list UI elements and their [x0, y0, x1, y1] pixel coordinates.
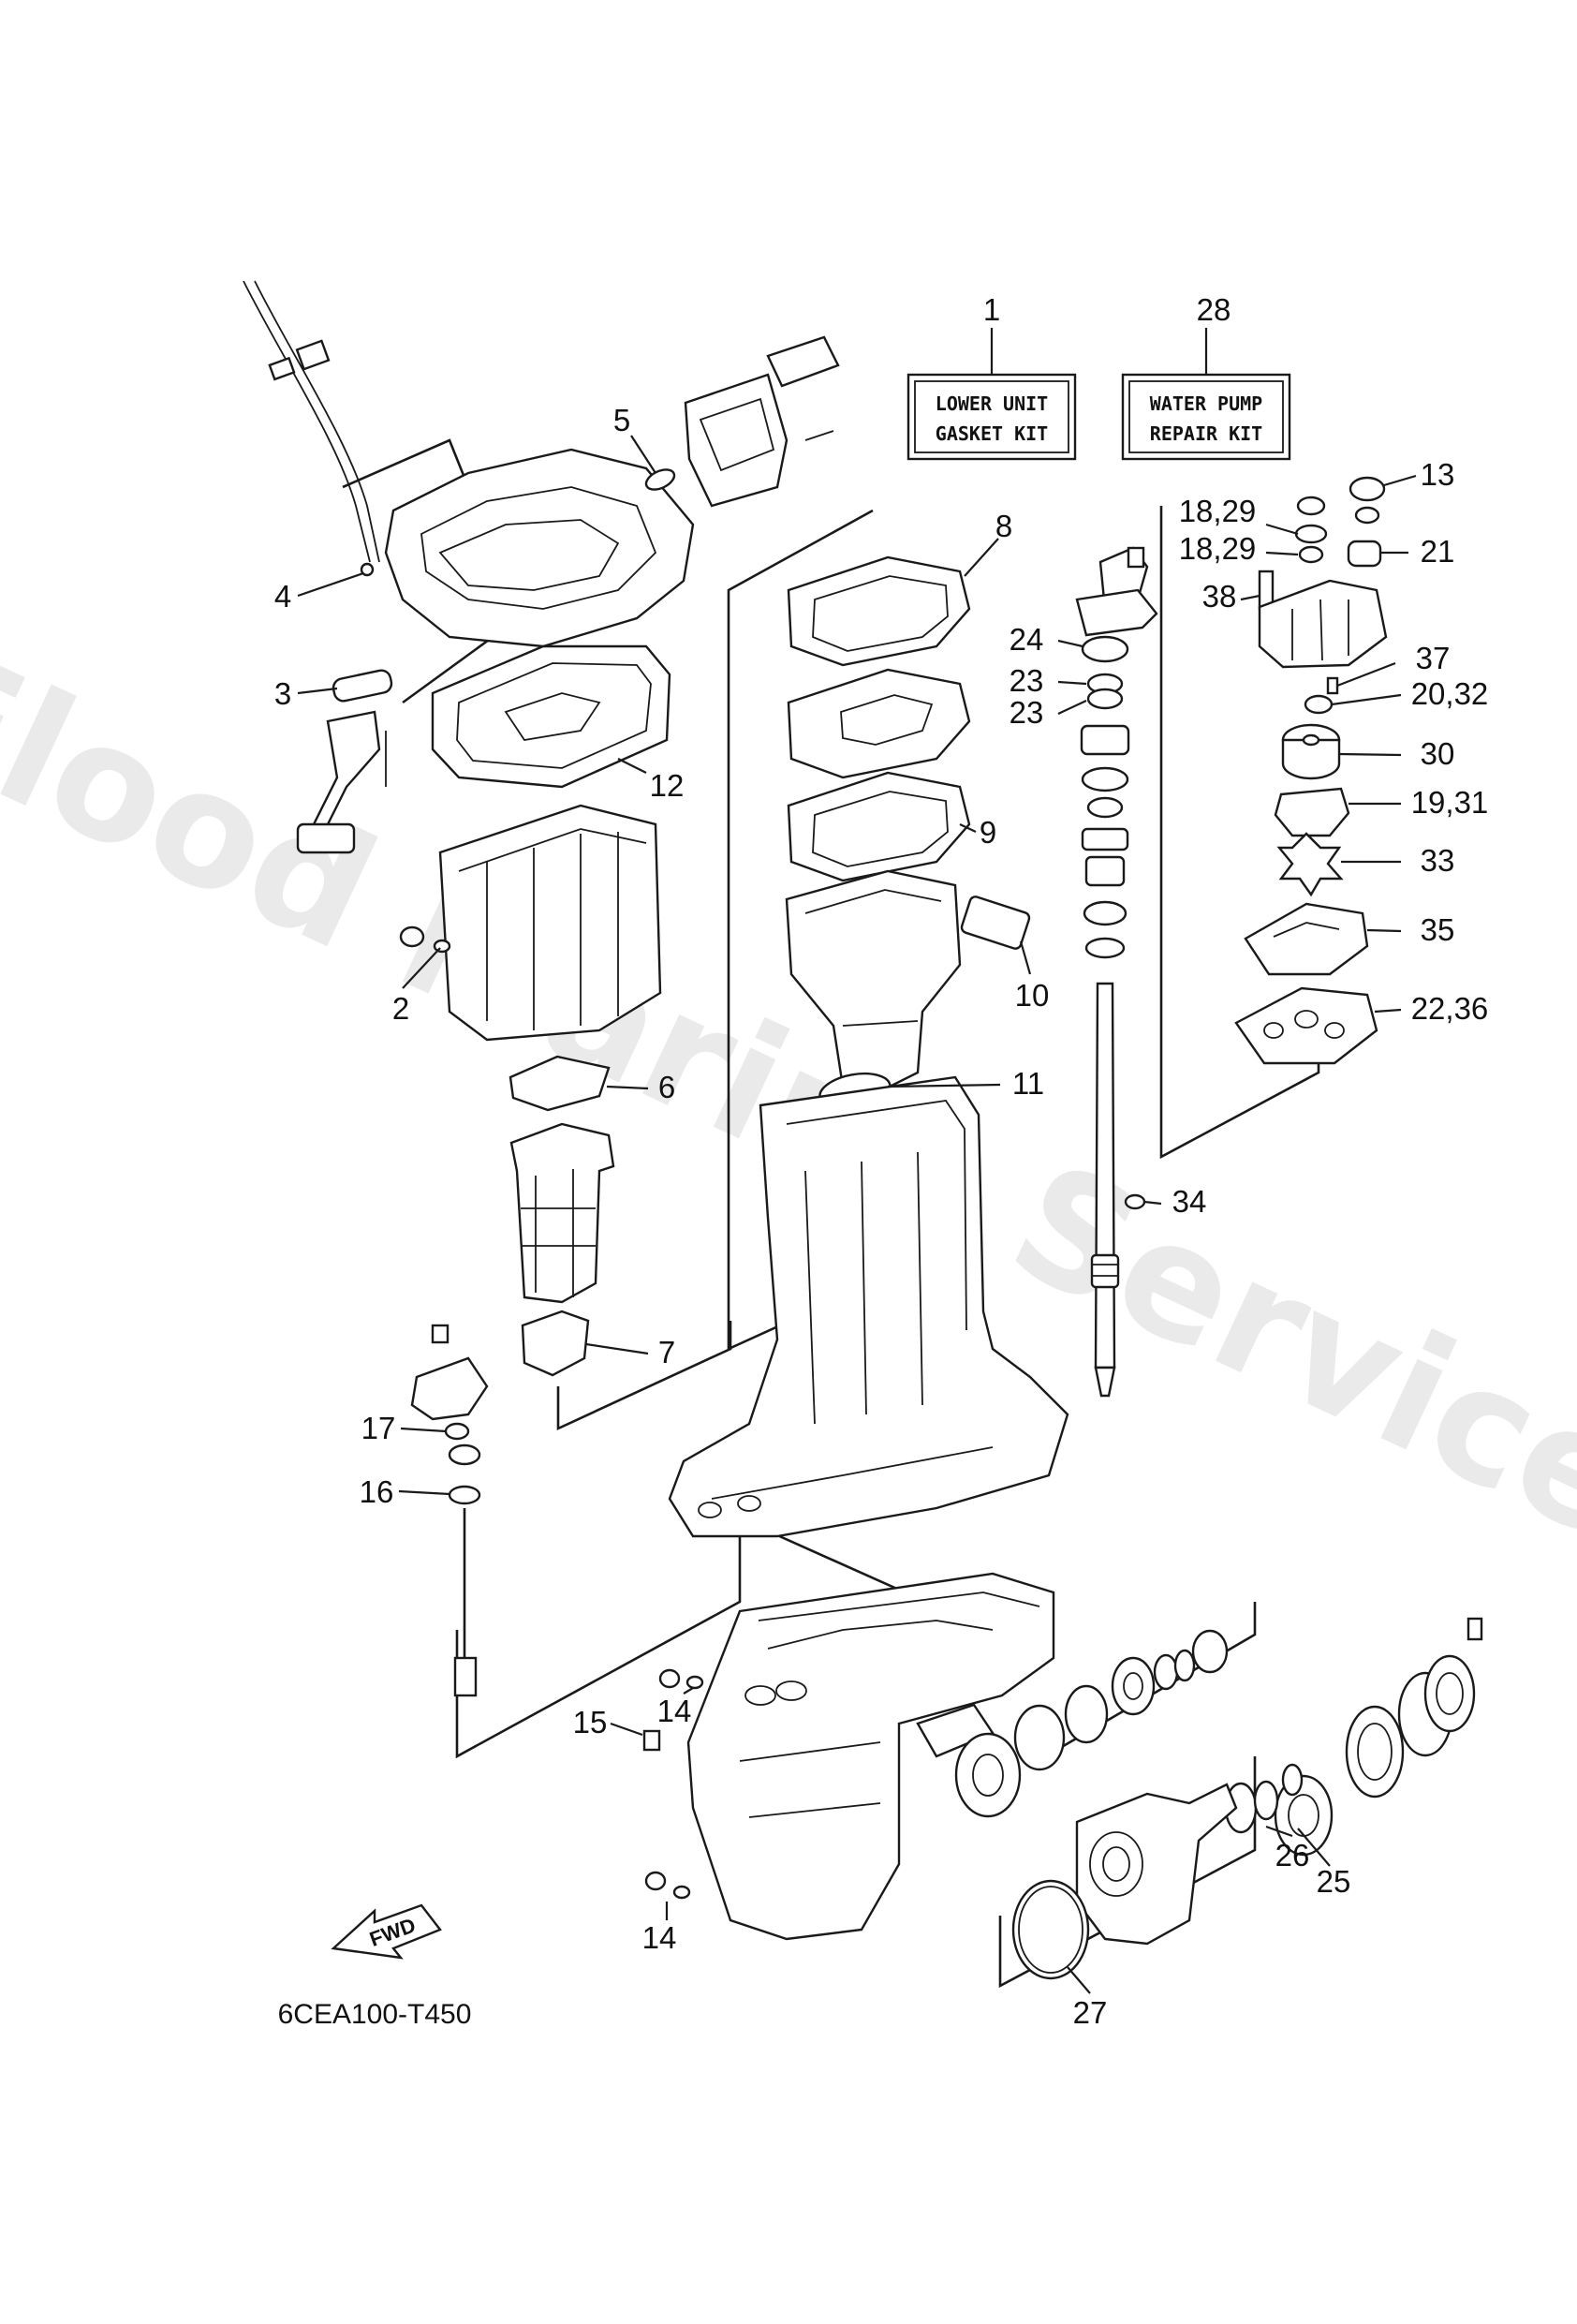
lower-unit-gasket-kit-box: LOWER UNIT GASKET KIT 1 [906, 292, 1077, 461]
callout-24: 24 [1010, 622, 1044, 657]
upper-casing-assembly [243, 280, 695, 648]
callout-15: 15 [573, 1705, 608, 1739]
callout-35: 35 [1421, 912, 1455, 947]
callout-23-lower: 23 [1010, 695, 1044, 730]
gasket-6 [508, 1055, 611, 1112]
callout-14-upper: 14 [657, 1694, 692, 1728]
callout-7: 7 [658, 1335, 675, 1369]
oil-pan [399, 804, 662, 1042]
callout-3: 3 [274, 676, 291, 711]
callout-1: 1 [983, 292, 1000, 327]
lower-case [642, 1572, 1055, 1941]
kit-1-line2: GASKET KIT [936, 422, 1048, 445]
shift-rod-assembly [410, 1324, 489, 1697]
callout-28: 28 [1197, 292, 1231, 327]
callout-14-lower: 14 [642, 1920, 677, 1955]
upper-spacer [785, 869, 1031, 1093]
propeller-shaft-housing [1011, 1783, 1238, 1980]
gasket-8 [787, 555, 971, 667]
group-line-upper [342, 438, 470, 489]
callout-34: 34 [1172, 1184, 1207, 1219]
callout-17: 17 [361, 1411, 396, 1445]
seal-7 [521, 1310, 590, 1377]
callout-5: 5 [613, 403, 630, 437]
water-pump-repair-kit-box: WATER PUMP REPAIR KIT 28 [1121, 292, 1291, 461]
callout-37: 37 [1416, 641, 1451, 675]
callout-2: 2 [392, 991, 409, 1026]
callout-27: 27 [1073, 1995, 1108, 2030]
callout-22-36: 22,36 [1411, 991, 1489, 1026]
callout-4: 4 [274, 579, 291, 614]
water-pump [1234, 476, 1388, 1065]
callout-8: 8 [995, 509, 1012, 543]
callout-18-29-upper: 18,29 [1179, 494, 1257, 528]
group-line-gear2 [1037, 1602, 1257, 1763]
callout-18-29-lower: 18,29 [1179, 531, 1257, 566]
fwd-arrow-icon: FWD [331, 1903, 442, 1960]
callout-6: 6 [658, 1070, 675, 1104]
callout-21: 21 [1421, 534, 1455, 569]
callout-16: 16 [360, 1474, 394, 1509]
callout-30: 30 [1421, 736, 1455, 771]
callout-33: 33 [1421, 843, 1455, 878]
callout-20-32: 20,32 [1411, 676, 1489, 711]
callout-10: 10 [1015, 978, 1050, 1013]
drive-shaft-stack [1075, 546, 1158, 1398]
gasket-9 [787, 771, 971, 882]
kit-1-line1: LOWER UNIT [936, 392, 1048, 415]
group-line-left [556, 1321, 732, 1431]
diagram-code: 6CEA100-T450 [278, 1999, 472, 2030]
callout-11: 11 [1012, 1066, 1044, 1101]
callout-38: 38 [1202, 579, 1237, 614]
gear-train [954, 1617, 1483, 1857]
callout-25: 25 [1317, 1864, 1351, 1899]
kit-28-line2: REPAIR KIT [1150, 422, 1262, 445]
callout-23-upper: 23 [1010, 663, 1044, 698]
callout-19-31: 19,31 [1411, 785, 1489, 820]
callout-12: 12 [650, 768, 685, 803]
exhaust-pipe [509, 1122, 615, 1304]
callout-9: 9 [980, 815, 996, 850]
gasket-mid [787, 668, 971, 779]
exhaust-bracket [644, 335, 840, 508]
kit-28-line1: WATER PUMP [1150, 392, 1262, 415]
callout-13: 13 [1421, 457, 1455, 492]
gasket-12 [431, 644, 671, 789]
callout-26: 26 [1275, 1838, 1310, 1873]
drive-shaft-housing [668, 1075, 1069, 1538]
exhaust-guide [296, 669, 393, 854]
